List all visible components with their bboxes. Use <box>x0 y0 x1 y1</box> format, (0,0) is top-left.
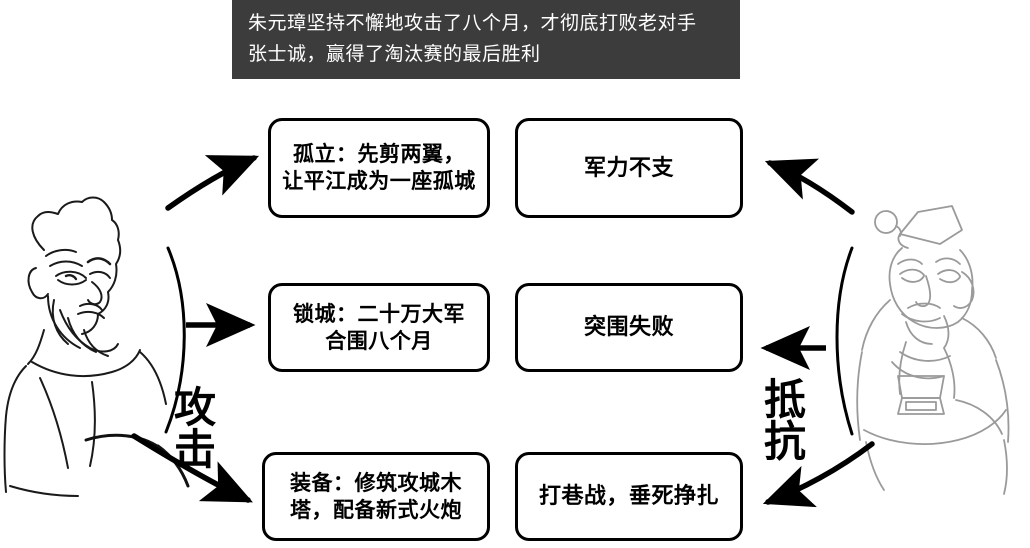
resist-label-char-1: 抵 <box>763 378 806 424</box>
attack-box-2-line-1: 锁城：二十万大军 <box>293 301 465 326</box>
caption-banner: 朱元璋坚持不懈地攻击了八个月，才彻底打败老对手 张士诚，赢得了淘汰赛的最后胜利 <box>232 0 740 79</box>
attack-label-char-2: 击 <box>173 428 216 474</box>
zhang-shicheng-portrait <box>856 205 1010 495</box>
caption-line-2: 张士诚，赢得了淘汰赛的最后胜利 <box>248 44 541 65</box>
attack-box-2-line-2: 合围八个月 <box>325 328 433 353</box>
attack-box-1[interactable]: 孤立：先剪两翼， 让平江成为一座孤城 <box>268 118 490 218</box>
resist-box-2[interactable]: 突围失败 <box>515 283 743 372</box>
attack-box-1-text: 孤立：先剪两翼， 让平江成为一座孤城 <box>282 141 476 195</box>
attack-box-1-line-1: 孤立：先剪两翼， <box>293 142 465 167</box>
attack-label: 攻 击 <box>172 388 218 472</box>
attack-box-3[interactable]: 装备：修筑攻城木 塔，配备新式火炮 <box>262 452 490 541</box>
resist-box-2-text: 突围失败 <box>583 314 674 340</box>
attack-box-3-text: 装备：修筑攻城木 塔，配备新式火炮 <box>290 470 462 524</box>
attack-box-2[interactable]: 锁城：二十万大军 合围八个月 <box>268 283 490 372</box>
resist-box-3[interactable]: 打巷战，垂死挣扎 <box>515 452 743 541</box>
attack-box-3-line-1: 装备：修筑攻城木 <box>290 470 462 495</box>
resist-box-1[interactable]: 军力不支 <box>515 118 743 218</box>
zhu-yuanzhang-portrait <box>3 196 190 497</box>
attack-box-2-text: 锁城：二十万大军 合围八个月 <box>293 301 465 355</box>
resist-label-char-2: 抗 <box>763 420 806 466</box>
resist-box-1-text: 军力不支 <box>583 154 674 180</box>
attack-label-char-1: 攻 <box>173 386 216 432</box>
arrow-attack-1 <box>165 155 260 211</box>
caption-line-1: 朱元璋坚持不懈地攻击了八个月，才彻底打败老对手 <box>248 13 697 34</box>
resist-label: 抵 抗 <box>762 380 808 464</box>
resist-box-3-text: 打巷战，垂死挣扎 <box>538 483 719 509</box>
arrow-resist-1 <box>764 158 855 215</box>
right-spine <box>835 246 854 436</box>
attack-box-1-line-2: 让平江成为一座孤城 <box>282 169 476 193</box>
attack-box-3-line-2: 塔，配备新式火炮 <box>290 497 462 522</box>
